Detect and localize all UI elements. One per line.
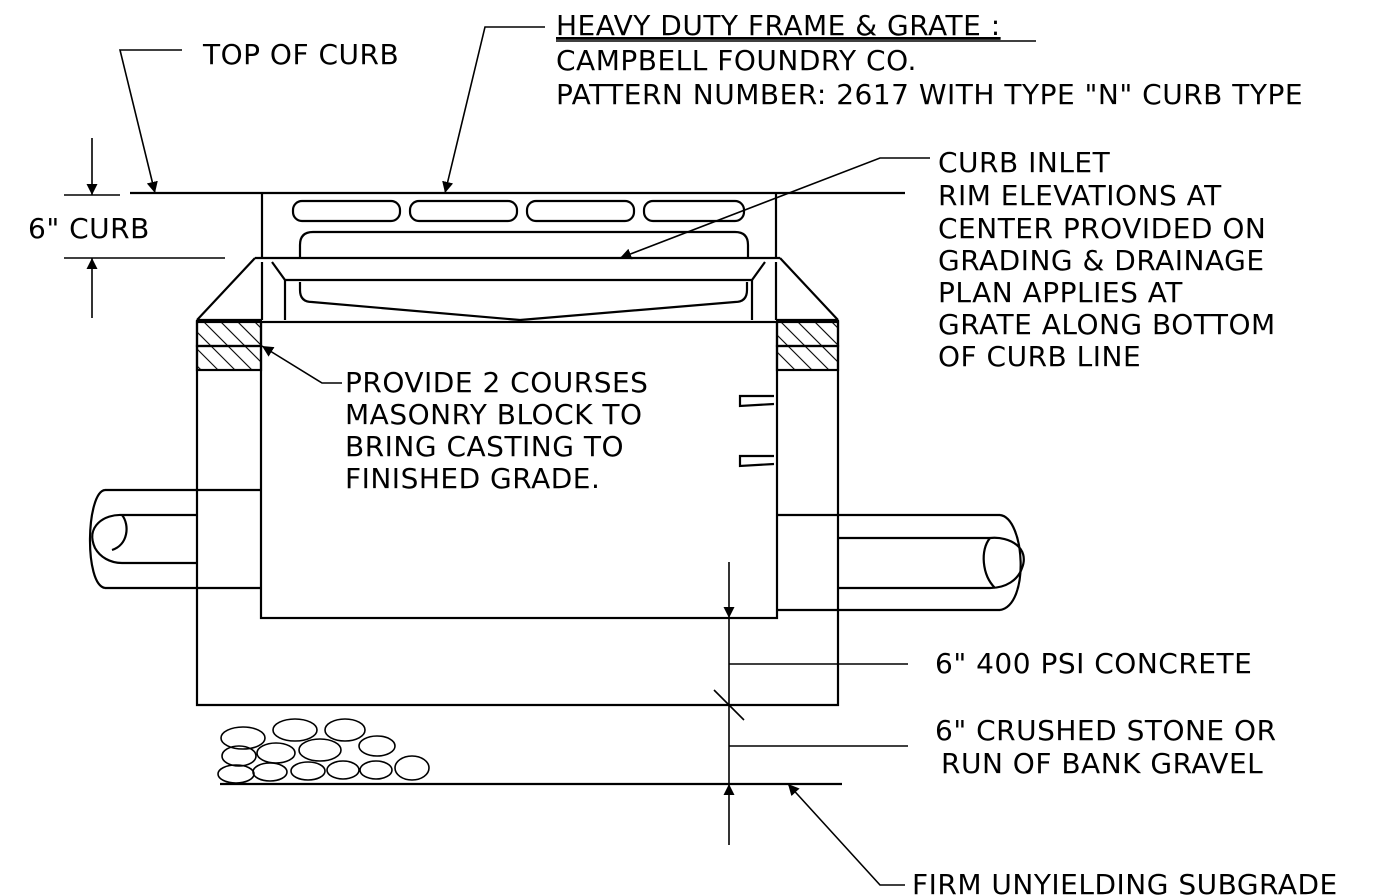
inner-box <box>259 320 779 620</box>
inlet-line5-label: PLAN APPLIES AT <box>938 276 1183 309</box>
frame-leader <box>442 26 545 194</box>
masonry-line3-label: BRING CASTING TO <box>345 430 624 463</box>
masonry-line4-label: FINISHED GRADE. <box>345 462 600 495</box>
masonry-line1-label: PROVIDE 2 COURSES <box>345 366 648 399</box>
outer-structure <box>195 318 840 707</box>
inlet-line2-label: RIM ELEVATIONS AT <box>938 179 1222 212</box>
inlet-line1-label: CURB INLET <box>938 146 1111 179</box>
stone-line1-label: 6" CRUSHED STONE OR <box>935 714 1277 747</box>
frame-line3-label: PATTERN NUMBER: 2617 WITH TYPE "N" CURB … <box>556 78 1303 111</box>
masonry-line2-label: MASONRY BLOCK TO <box>345 398 643 431</box>
pipe-right <box>838 513 1025 612</box>
curb-inlet-leader <box>619 157 930 260</box>
curb-dimension <box>64 138 225 318</box>
frame-line2-label: CAMPBELL FOUNDRY CO. <box>556 44 917 77</box>
base-dimension <box>713 562 908 845</box>
inlet-line3-label: CENTER PROVIDED ON <box>938 212 1266 245</box>
curb-height-label: 6" CURB <box>28 212 150 245</box>
inlet-line4-label: GRADING & DRAINAGE <box>938 244 1265 277</box>
top-of-curb-label: TOP OF CURB <box>202 38 399 71</box>
concrete-label: 6" 400 PSI CONCRETE <box>935 647 1252 680</box>
pipe-left <box>88 488 197 590</box>
inlet-line7-label: OF CURB LINE <box>938 340 1141 373</box>
frame-title-label: HEAVY DUTY FRAME & GRATE : <box>556 9 1001 42</box>
subgrade-label: FIRM UNYIELDING SUBGRADE <box>912 868 1338 896</box>
manhole-steps <box>738 394 775 468</box>
masonry-block-courses <box>195 320 840 372</box>
crushed-stone <box>217 718 430 784</box>
frame-casting <box>130 191 905 322</box>
top-of-curb-leader <box>118 49 182 194</box>
masonry-leader <box>261 345 342 384</box>
inlet-line6-label: GRATE ALONG BOTTOM <box>938 308 1276 341</box>
stone-line2-label: RUN OF BANK GRAVEL <box>941 747 1263 780</box>
subgrade-leader <box>787 783 905 886</box>
